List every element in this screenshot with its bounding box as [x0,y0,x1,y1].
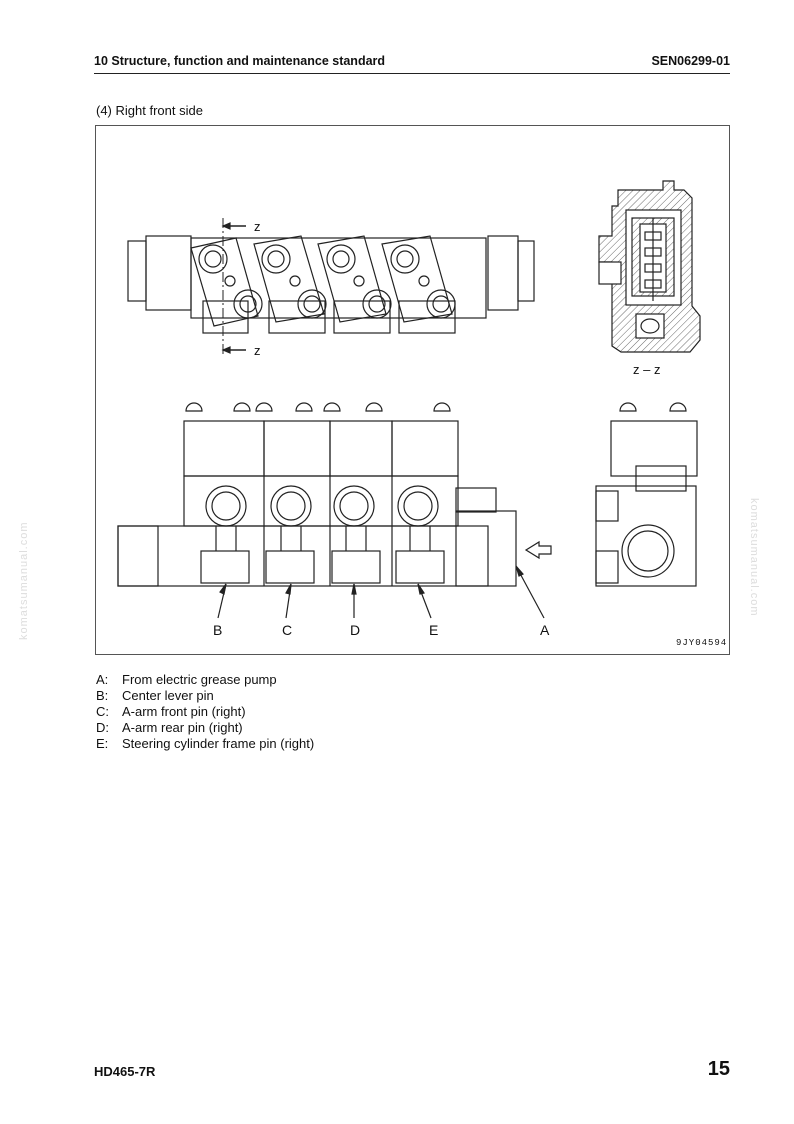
section-view [598,180,701,353]
section-marker-top: z [254,219,261,234]
callout-a: A [540,622,550,638]
watermark-right: komatsumanual.com [748,498,760,617]
callout-d: D [350,622,361,638]
list-item: A: From electric grease pump [96,672,277,687]
chapter-title: 10 Structure, function and maintenance s… [94,54,386,68]
technical-drawing: z z z – z B C D E A 9JY04594 [95,125,730,655]
top-view [127,218,535,356]
list-item: B: Center lever pin [96,688,214,703]
list-item: D: A-arm rear pin (right) [96,720,243,735]
side-view [595,402,698,587]
list-item: E: Steering cylinder frame pin (right) [96,736,315,751]
footer-model: HD465-7R [94,1064,156,1079]
front-view [117,402,552,619]
section-marker-bottom: z [254,343,261,358]
callout-b: B [213,622,223,638]
drawing-canvas [117,180,701,619]
header-rule [94,73,730,74]
page-number: 15 [707,1058,730,1080]
section-title: (4) Right front side [96,103,203,118]
legend-list: A: From electric grease pump B: Center l… [96,672,314,752]
page-header: 10 Structure, function and maintenance s… [94,52,730,74]
callout-c: C [282,622,293,638]
watermark-left: komatsumanual.com [18,521,30,641]
section-caption: z – z [633,362,661,377]
figure-id: 9JY04594 [676,638,728,648]
callout-e: E [429,622,439,638]
document-code: SEN06299-01 [651,54,730,68]
list-item: C: A-arm front pin (right) [96,704,246,719]
